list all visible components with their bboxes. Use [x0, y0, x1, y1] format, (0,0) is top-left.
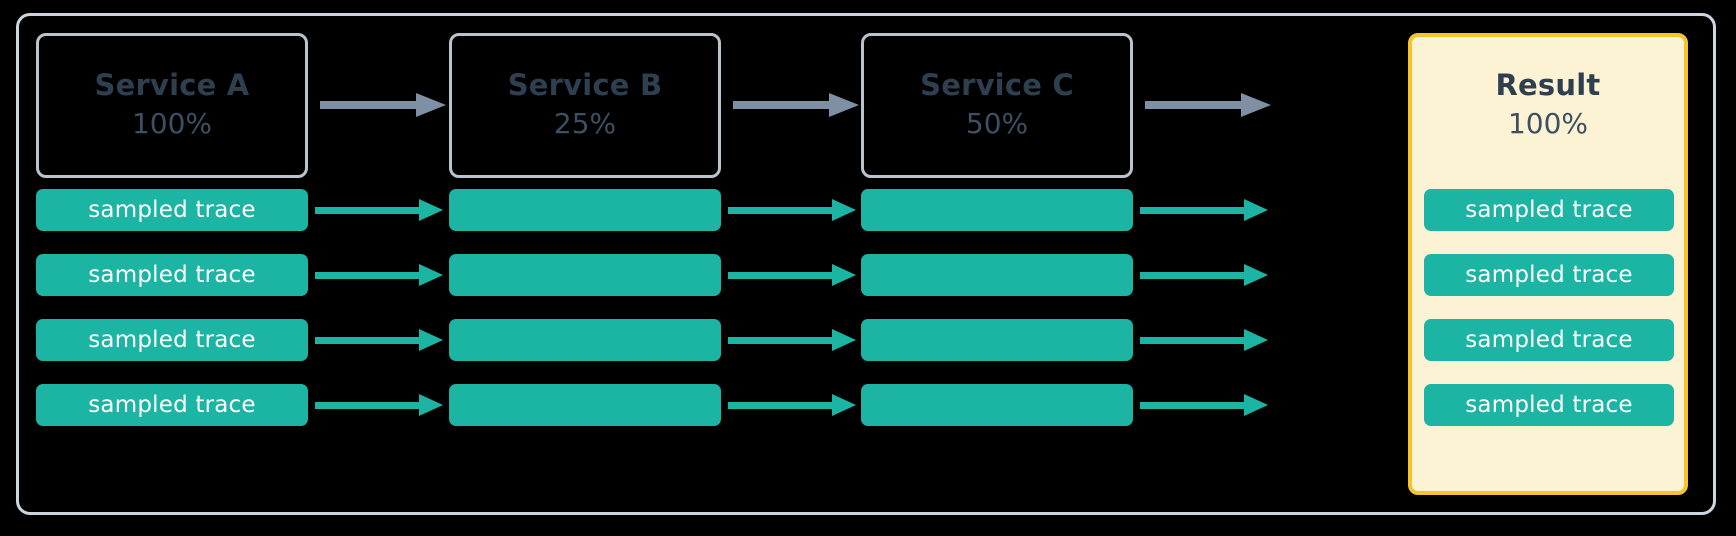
trace-bar-service-a-row-1[interactable]: sampled trace — [36, 189, 308, 231]
arrow-right-icon-row-1-c — [1140, 199, 1268, 221]
arrow-right-icon-header-2 — [733, 93, 859, 117]
trace-bar-label: sampled trace — [1465, 327, 1633, 353]
diagram-frame — [16, 13, 1716, 515]
arrow-right-icon-row-4-a — [315, 394, 443, 416]
trace-bar-label: sampled trace — [1465, 392, 1633, 418]
trace-bar-service-a-row-4[interactable]: sampled trace — [36, 384, 308, 426]
service-box-service-c[interactable]: Service C 50% — [861, 33, 1133, 178]
service-b-percent: 25% — [553, 106, 617, 140]
trace-bar-label: sampled trace — [88, 262, 256, 288]
service-box-service-b[interactable]: Service B 25% — [449, 33, 721, 178]
trace-bar-result-row-3[interactable]: sampled trace — [1424, 319, 1674, 361]
trace-bar-service-a-row-3[interactable]: sampled trace — [36, 319, 308, 361]
trace-bar-label: sampled trace — [88, 392, 256, 418]
trace-bar-label: sampled trace — [1465, 262, 1633, 288]
trace-bar-service-b-row-4[interactable] — [449, 384, 721, 426]
trace-bar-service-c-row-1[interactable] — [861, 189, 1133, 231]
trace-bar-service-b-row-1[interactable] — [449, 189, 721, 231]
trace-bar-service-c-row-4[interactable] — [861, 384, 1133, 426]
service-c-percent: 50% — [965, 106, 1029, 140]
trace-bar-result-row-1[interactable]: sampled trace — [1424, 189, 1674, 231]
arrow-right-icon-row-2-b — [728, 264, 856, 286]
trace-bar-service-a-row-2[interactable]: sampled trace — [36, 254, 308, 296]
trace-bar-result-row-4[interactable]: sampled trace — [1424, 384, 1674, 426]
service-a-percent: 100% — [131, 106, 213, 140]
arrow-right-icon-row-4-b — [728, 394, 856, 416]
service-c-name: Service C — [920, 67, 1074, 102]
service-a-name: Service A — [94, 67, 250, 102]
service-box-result[interactable]: Result 100% — [1412, 33, 1684, 178]
result-percent: 100% — [1507, 106, 1589, 140]
service-box-service-a[interactable]: Service A 100% — [36, 33, 308, 178]
arrow-right-icon-row-4-c — [1140, 394, 1268, 416]
arrow-right-icon-row-1-a — [315, 199, 443, 221]
arrow-right-icon-row-3-a — [315, 329, 443, 351]
arrow-right-icon-row-2-c — [1140, 264, 1268, 286]
arrow-right-icon-row-3-b — [728, 329, 856, 351]
arrow-right-icon-header-1 — [320, 93, 446, 117]
trace-bar-service-b-row-2[interactable] — [449, 254, 721, 296]
trace-bar-label: sampled trace — [1465, 197, 1633, 223]
trace-bar-result-row-2[interactable]: sampled trace — [1424, 254, 1674, 296]
arrow-right-icon-row-1-b — [728, 199, 856, 221]
trace-bar-service-b-row-3[interactable] — [449, 319, 721, 361]
trace-bar-service-c-row-3[interactable] — [861, 319, 1133, 361]
trace-bar-label: sampled trace — [88, 197, 256, 223]
trace-bar-service-c-row-2[interactable] — [861, 254, 1133, 296]
service-b-name: Service B — [507, 67, 663, 102]
arrow-right-icon-row-2-a — [315, 264, 443, 286]
arrow-right-icon-header-3 — [1145, 93, 1271, 117]
trace-bar-label: sampled trace — [88, 327, 256, 353]
result-name: Result — [1495, 67, 1601, 102]
arrow-right-icon-row-3-c — [1140, 329, 1268, 351]
